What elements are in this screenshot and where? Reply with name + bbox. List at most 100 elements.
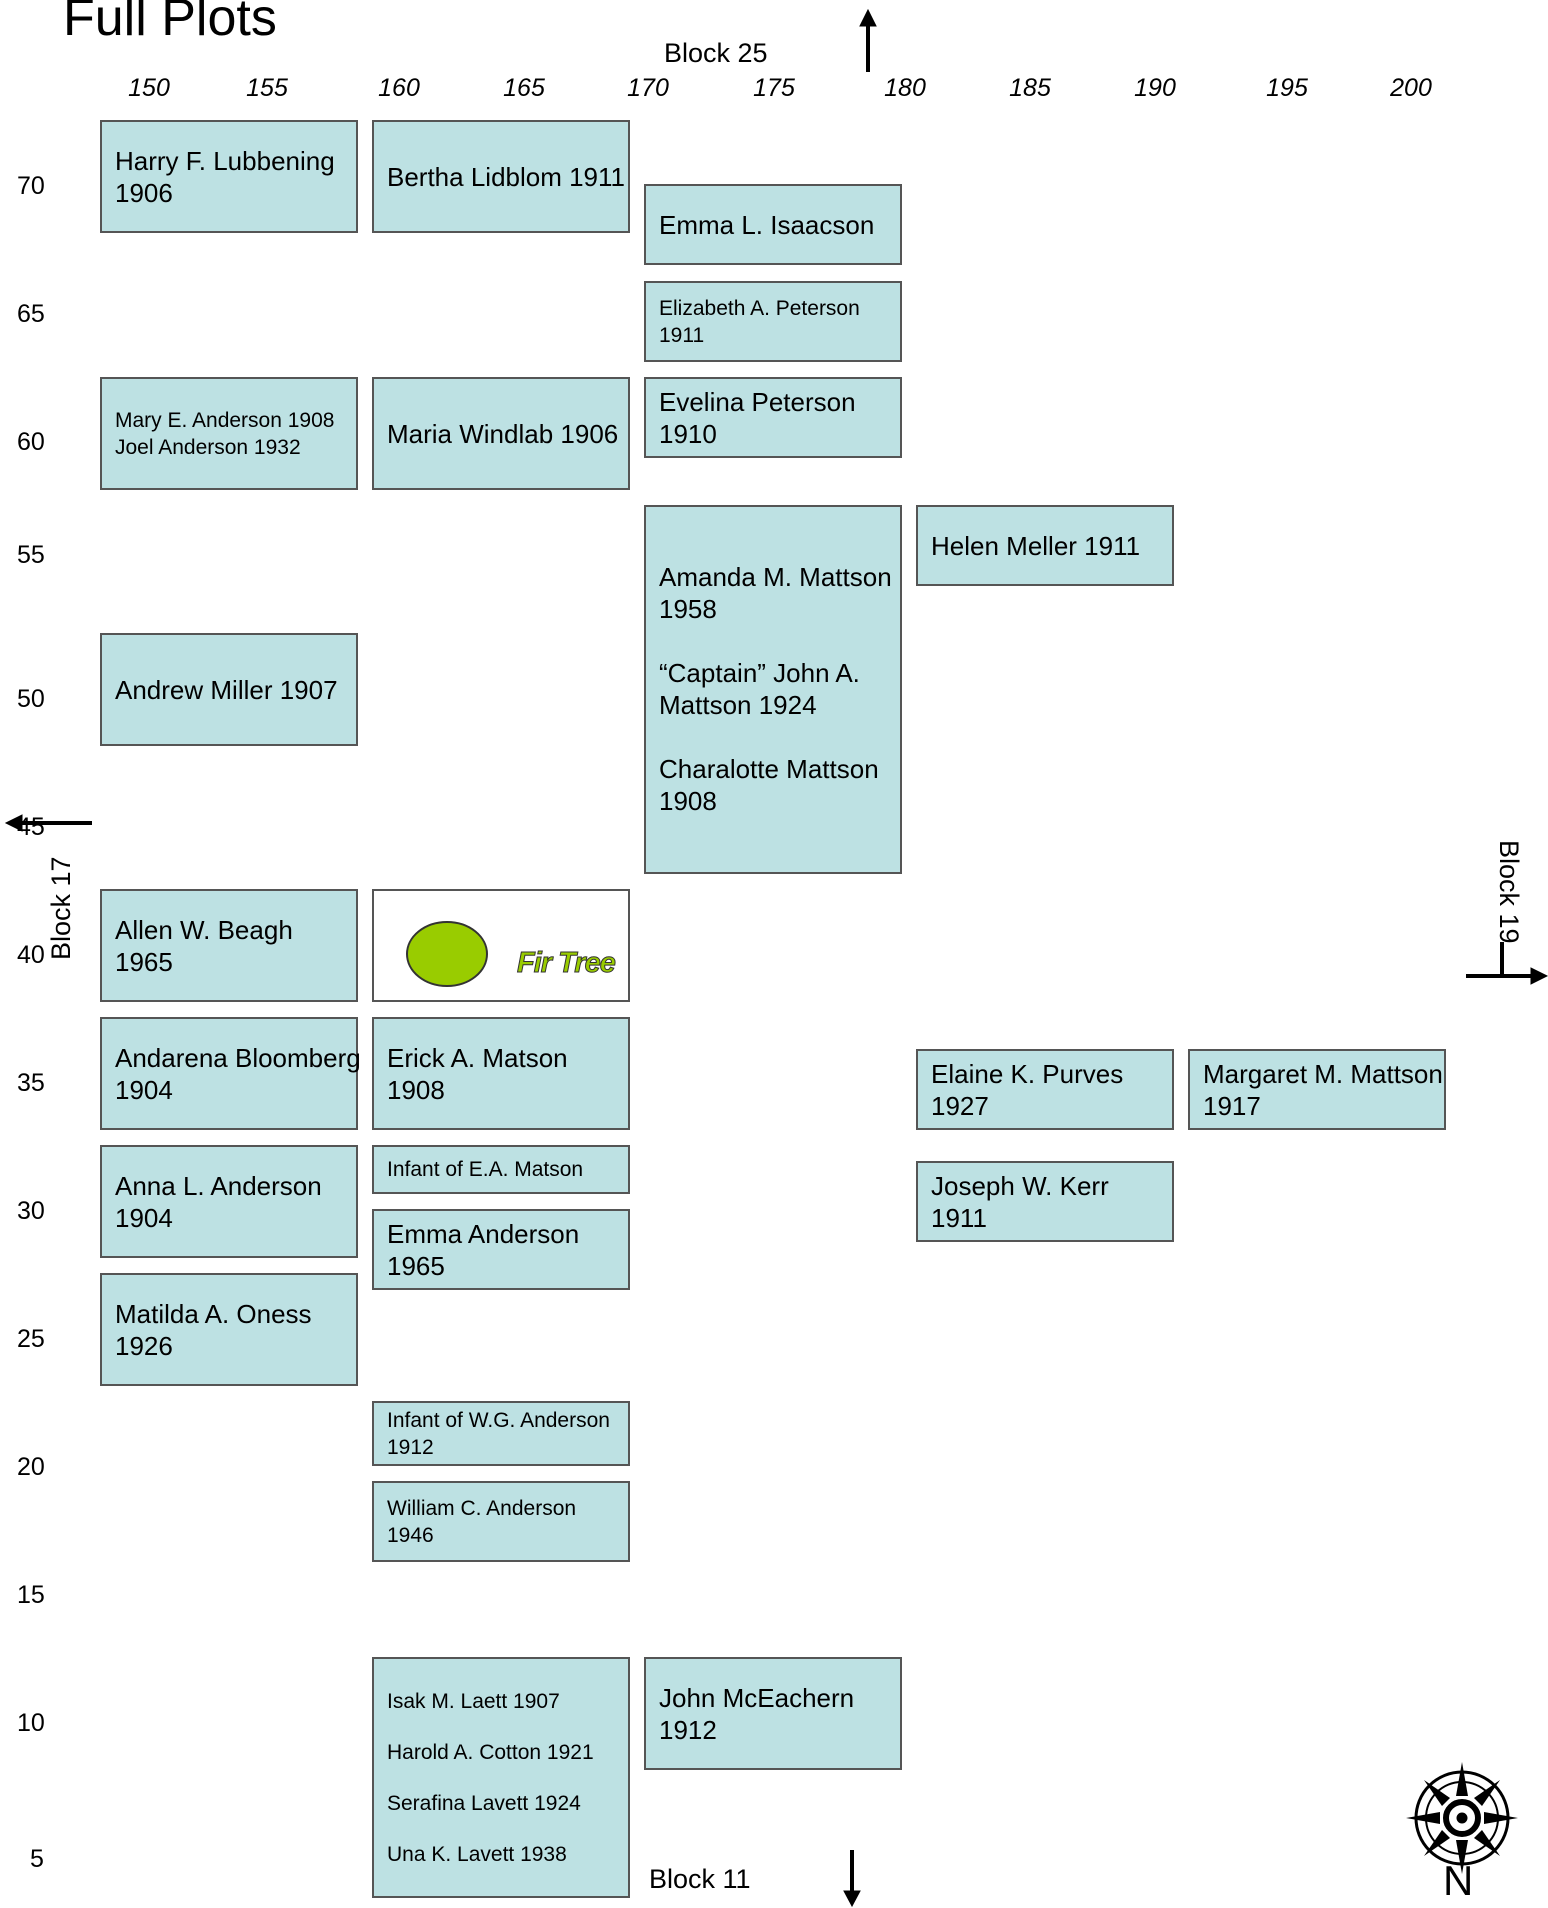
- plot-erick-matson[interactable]: Erick A. Matson 1908: [372, 1017, 630, 1130]
- plot-harry-lubbening[interactable]: Harry F. Lubbening 1906: [100, 120, 358, 233]
- plot-line: 1910: [659, 418, 717, 449]
- plot-line: Emma L. Isaacson: [659, 209, 875, 240]
- plot-infant-ea-matson[interactable]: Infant of E.A. Matson: [372, 1145, 630, 1194]
- plot-william-anderson[interactable]: William C. Anderson 1946: [372, 1481, 630, 1562]
- y-tick: 10: [17, 1709, 45, 1737]
- x-tick: 150: [128, 74, 170, 102]
- plot-line: Infant of E.A. Matson: [387, 1158, 584, 1181]
- plot-line: 1906: [115, 177, 173, 208]
- plot-line: Joel Anderson 1932: [115, 435, 301, 459]
- plot-line: Una K. Lavett 1938: [387, 1842, 567, 1866]
- plot-line: Serafina Lavett 1924: [387, 1791, 581, 1815]
- fir-tree-icon: [406, 921, 488, 987]
- plot-emma-anderson[interactable]: Emma Anderson 1965: [372, 1209, 630, 1290]
- plot-line: 1946: [387, 1523, 434, 1547]
- x-tick: 165: [503, 74, 545, 102]
- plot-maria-windlab[interactable]: Maria Windlab 1906: [372, 377, 630, 490]
- plot-line: Infant of W.G. Anderson: [387, 1408, 610, 1432]
- plot-line: 1926: [115, 1330, 173, 1361]
- arrow-north-icon: [859, 8, 877, 72]
- x-tick: 200: [1390, 74, 1432, 102]
- plot-line: Helen Meller 1911: [931, 530, 1141, 561]
- plot-elaine-purves[interactable]: Elaine K. Purves 1927: [916, 1049, 1174, 1130]
- plot-line: 1912: [659, 1714, 717, 1745]
- plot-elizabeth-peterson[interactable]: Elizabeth A. Peterson 1911: [644, 281, 902, 362]
- y-tick: 25: [17, 1325, 45, 1353]
- plot-line: Matilda A. Oness: [115, 1298, 312, 1329]
- y-tick: 50: [17, 685, 45, 713]
- plot-line: 1927: [931, 1090, 989, 1121]
- y-tick: 40: [17, 941, 45, 969]
- plot-line: Harry F. Lubbening: [115, 145, 335, 176]
- plot-evelina-peterson[interactable]: Evelina Peterson 1910: [644, 377, 902, 458]
- y-tick: 55: [17, 541, 45, 569]
- arrow-south-icon: [843, 1850, 861, 1908]
- plot-mattson-family[interactable]: Amanda M. Mattson 1958 “Captain” John A.…: [644, 505, 902, 874]
- x-tick: 195: [1266, 74, 1308, 102]
- plot-mary-anderson[interactable]: Mary E. Anderson 1908 Joel Anderson 1932: [100, 377, 358, 490]
- plot-line: 1908: [387, 1074, 445, 1105]
- plot-laett-cotton-lavett[interactable]: Isak M. Laett 1907 Harold A. Cotton 1921…: [372, 1657, 630, 1898]
- block-north-label: Block 25: [664, 38, 768, 68]
- y-tick: 35: [17, 1069, 45, 1097]
- plot-line: Bertha Lidblom 1911: [387, 161, 626, 192]
- y-tick: 65: [17, 300, 45, 328]
- plot-line: Mattson 1924: [659, 690, 817, 720]
- plot-line: 1965: [387, 1250, 445, 1281]
- plot-line: Elizabeth A. Peterson: [659, 296, 860, 320]
- plot-margaret-mattson[interactable]: Margaret M. Mattson 1917: [1188, 1049, 1446, 1130]
- x-tick: 185: [1009, 74, 1051, 102]
- plot-line: Andrew Miller 1907: [115, 674, 338, 705]
- page-title: Full Plots: [63, 0, 277, 47]
- plot-line: Charalotte Mattson: [659, 754, 879, 784]
- plot-joseph-kerr[interactable]: Joseph W. Kerr 1911: [916, 1161, 1174, 1242]
- plot-line: Erick A. Matson: [387, 1042, 568, 1073]
- fir-tree-label: Fir Tree: [517, 947, 617, 980]
- x-tick: 160: [378, 74, 420, 102]
- y-tick: 5: [30, 1845, 44, 1873]
- arrow-east-icon: [1466, 942, 1548, 985]
- plot-line: Harold A. Cotton 1921: [387, 1740, 594, 1764]
- plot-line: 1904: [115, 1074, 173, 1105]
- plot-infant-wg-anderson[interactable]: Infant of W.G. Anderson 1912: [372, 1401, 630, 1466]
- y-tick: 70: [17, 172, 45, 200]
- fir-tree-area[interactable]: Fir Tree: [372, 889, 630, 1002]
- arrow-west-icon: [4, 814, 92, 832]
- plot-line: Joseph W. Kerr: [931, 1170, 1109, 1201]
- compass-north-label: N: [1443, 1857, 1474, 1904]
- plot-bertha-lidblom[interactable]: Bertha Lidblom 1911: [372, 120, 630, 233]
- plot-line: 1965: [115, 946, 173, 977]
- plot-line: Amanda M. Mattson: [659, 562, 892, 592]
- plot-line: 1917: [1203, 1090, 1261, 1121]
- plot-andarena-bloomberg[interactable]: Andarena Bloomberg 1904: [100, 1017, 361, 1130]
- plot-line: 1908: [659, 786, 717, 816]
- y-tick: 30: [17, 1197, 45, 1225]
- plot-andrew-miller[interactable]: Andrew Miller 1907: [100, 633, 358, 746]
- plot-allen-beagh[interactable]: Allen W. Beagh 1965: [100, 889, 358, 1002]
- x-tick: 155: [246, 74, 288, 102]
- plot-line: 1912: [387, 1435, 434, 1459]
- plot-line: Andarena Bloomberg: [115, 1042, 361, 1073]
- x-tick: 175: [753, 74, 795, 102]
- plot-line: Allen W. Beagh: [115, 914, 293, 945]
- plot-emma-isaacson[interactable]: Emma L. Isaacson: [644, 184, 902, 265]
- plot-matilda-oness[interactable]: Matilda A. Oness 1926: [100, 1273, 358, 1386]
- plot-line: Emma Anderson: [387, 1218, 580, 1249]
- plot-line: 1911: [931, 1202, 987, 1233]
- plot-line: Margaret M. Mattson: [1203, 1058, 1443, 1089]
- y-tick: 20: [17, 1453, 45, 1481]
- plot-anna-anderson[interactable]: Anna L. Anderson 1904: [100, 1145, 358, 1258]
- x-tick: 190: [1134, 74, 1176, 102]
- plot-john-mceachern[interactable]: John McEachern 1912: [644, 1657, 902, 1770]
- y-tick: 15: [17, 1581, 45, 1609]
- x-tick: 170: [627, 74, 669, 102]
- plot-line: 1958: [659, 594, 717, 624]
- plot-helen-meller[interactable]: Helen Meller 1911: [916, 505, 1174, 586]
- x-tick: 180: [884, 74, 926, 102]
- y-tick: 60: [17, 428, 45, 456]
- plot-line: Isak M. Laett 1907: [387, 1689, 560, 1713]
- plot-line: “Captain” John A.: [659, 658, 860, 688]
- plot-line: Elaine K. Purves: [931, 1058, 1124, 1089]
- compass-rose-icon: [1406, 1762, 1518, 1874]
